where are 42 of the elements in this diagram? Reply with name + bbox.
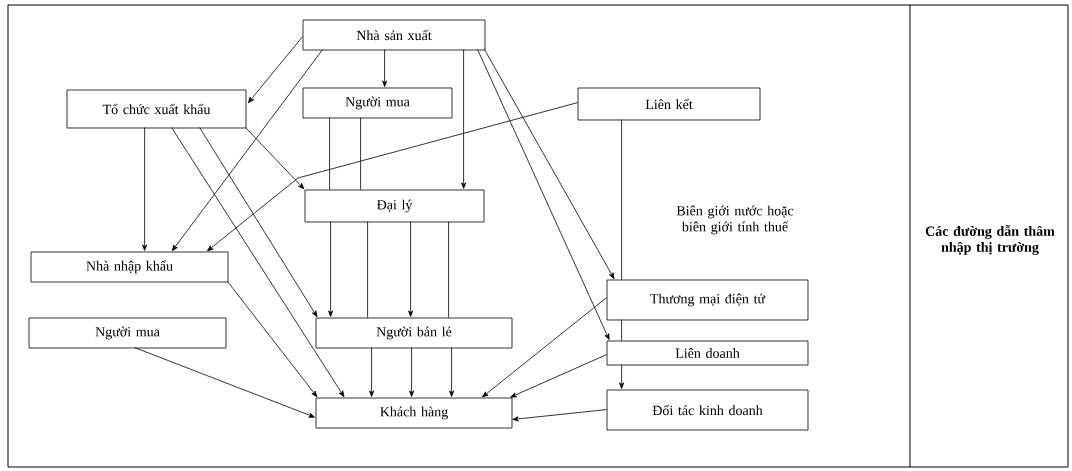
process-box: Khách hàng xyxy=(315,397,513,429)
process-box: Liên kết xyxy=(577,87,761,121)
arrow xyxy=(408,221,414,317)
connector-line xyxy=(621,319,622,341)
process-box: Đối tác kinh doanh xyxy=(606,389,809,431)
arrow xyxy=(619,364,625,389)
arrow xyxy=(461,49,467,189)
arrow xyxy=(409,347,415,397)
process-box: Người mua xyxy=(302,87,453,119)
arrow xyxy=(328,221,334,317)
process-box: Nhà nhập khẩu xyxy=(30,251,229,283)
connector-line xyxy=(367,221,368,318)
arrow xyxy=(369,347,375,397)
arrow xyxy=(171,49,323,252)
arrow xyxy=(199,127,318,318)
connector-line xyxy=(621,119,622,280)
connector-line xyxy=(329,117,330,190)
arrow xyxy=(207,102,578,252)
process-box: Nhà sản xuất xyxy=(302,19,486,51)
arrow xyxy=(484,49,615,279)
arrow xyxy=(512,409,607,422)
arrow xyxy=(382,49,388,87)
arrow xyxy=(247,36,303,104)
arrow xyxy=(171,127,345,398)
arrow xyxy=(134,347,315,418)
connector-line xyxy=(448,221,449,318)
arrow xyxy=(477,49,610,340)
arrow xyxy=(142,127,148,251)
process-box: Đại lý xyxy=(304,189,485,223)
process-box: Người mua xyxy=(28,317,227,349)
connector-line xyxy=(360,117,361,190)
note-text: Các đường dẫn thâm nhập thị trường xyxy=(925,225,1055,255)
note-text: Biên giới nước hoặc biên giới tính thuế xyxy=(676,205,794,235)
process-box: Người bán lẻ xyxy=(315,317,513,349)
process-box: Thương mại điện tử xyxy=(606,279,809,321)
arrow xyxy=(245,127,305,190)
process-box: Tổ chức xuất khẩu xyxy=(66,89,247,129)
process-box: Liên doanh xyxy=(606,340,809,366)
arrow xyxy=(227,281,318,398)
arrow xyxy=(510,354,607,398)
arrow xyxy=(482,297,607,398)
arrow xyxy=(449,347,455,397)
